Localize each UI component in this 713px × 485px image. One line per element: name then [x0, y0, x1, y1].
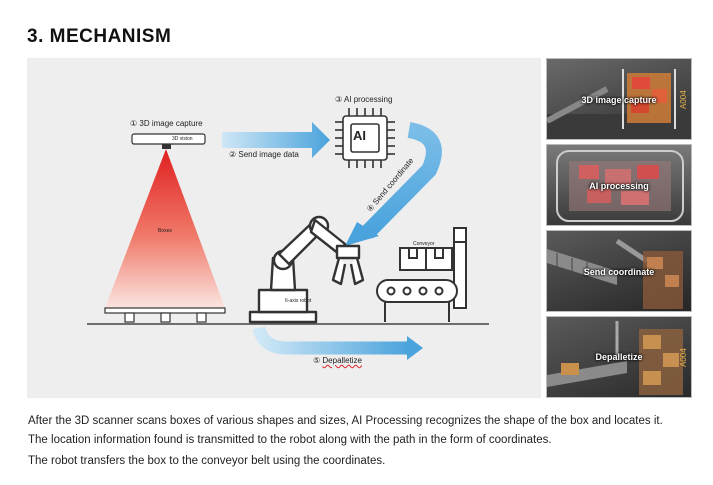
- scan-beam: [105, 149, 225, 308]
- step2-label: ② Send image data: [229, 150, 299, 159]
- thumbnail-scene: [556, 150, 684, 222]
- diagram-graphics: [87, 108, 489, 360]
- vision-sensor-icon: [131, 133, 206, 145]
- thumbnail-label: Send coordinate: [583, 267, 655, 277]
- vision-label: 3D vision: [172, 136, 193, 142]
- ai-chip-icon: [335, 108, 395, 168]
- conveyor-icon: [376, 227, 467, 322]
- step5-number: ⑤: [313, 356, 321, 365]
- description-line-3: The robot transfers the box to the conve…: [28, 455, 386, 467]
- thumbnail-scene: [547, 238, 683, 309]
- thumbnail-label: 3D image capture: [581, 95, 657, 105]
- thumbnail-send-coordinate: Send coordinate: [546, 230, 692, 312]
- ai-chip-text: AI: [353, 128, 366, 143]
- step3-label: ③ AI processing: [335, 95, 393, 104]
- step5-text: Depalletize: [322, 356, 362, 365]
- thumbnail-tag: A004: [679, 90, 688, 109]
- thumbnail-scene: [547, 69, 691, 139]
- thumbnail-label: AI processing: [589, 181, 649, 191]
- mechanism-diagram: ① 3D image capture 3D vision ② Send imag…: [27, 58, 541, 398]
- thumbnail-ai-processing: AI processing: [546, 144, 692, 226]
- description-line-2: The location information found is transm…: [28, 434, 552, 446]
- step5-label: ⑤ Depalletize: [313, 356, 362, 365]
- thumbnail-tag: A004: [679, 348, 688, 367]
- thumbnail-3d-image-capture: 3D image capture A004: [546, 58, 692, 140]
- conveyor-label: Conveyor: [413, 241, 435, 247]
- robot-arm-icon: [248, 215, 365, 324]
- thumbnail-depalletize: Depalletize A004: [546, 316, 692, 398]
- pallet-icon: [104, 307, 226, 314]
- thumbnail-scene: [547, 321, 683, 395]
- step1-label: ① 3D image capture: [130, 119, 203, 128]
- robot-label: 6-axis robot: [285, 298, 312, 304]
- boxes-label: Boxes: [158, 228, 172, 234]
- send-coordinate-arrow: [361, 122, 442, 239]
- depalletize-arrow: [252, 326, 409, 355]
- page-title: 3. MECHANISM: [27, 26, 172, 47]
- description-line-1: After the 3D scanner scans boxes of vari…: [28, 415, 663, 427]
- thumbnail-label: Depalletize: [595, 352, 643, 362]
- send-image-data-arrow: [222, 122, 330, 158]
